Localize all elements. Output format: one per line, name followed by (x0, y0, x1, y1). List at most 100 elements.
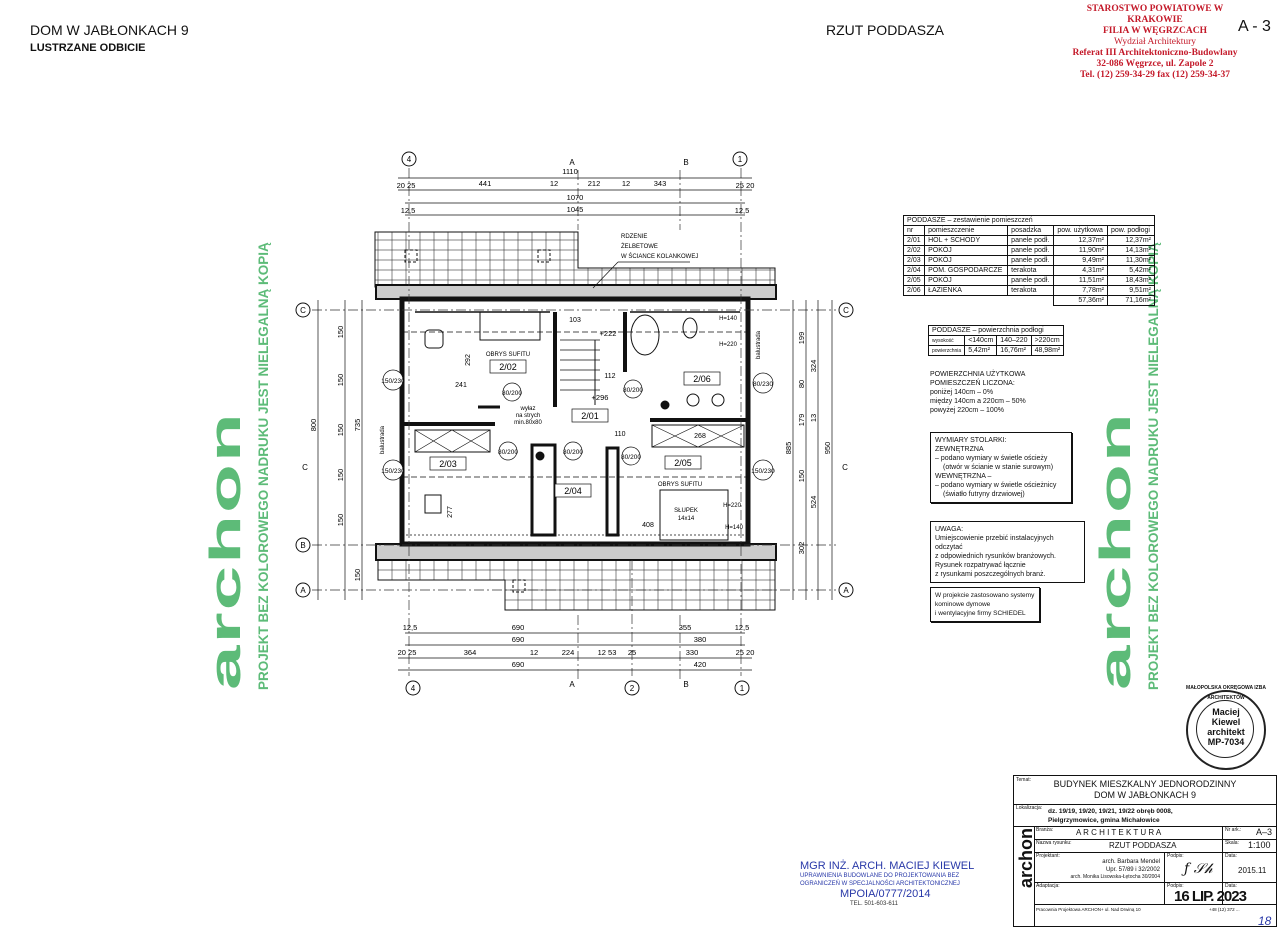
room-2-06: 2/06 (693, 374, 711, 384)
section-label: A (569, 158, 575, 167)
room-2-04: 2/04 (564, 486, 582, 496)
svg-text:1045: 1045 (567, 205, 584, 214)
vertical-dimension-texts: 150 150 150 150 150 150 800 735 199 80 1… (309, 326, 832, 582)
sheet-code: A - 3 (1238, 18, 1271, 35)
svg-text:+296: +296 (592, 393, 609, 402)
room-2-02: 2/02 (499, 362, 517, 372)
svg-text:690: 690 (512, 623, 525, 632)
section-label: B (683, 158, 688, 167)
svg-text:150: 150 (336, 326, 345, 339)
svg-text:20 25: 20 25 (398, 648, 417, 657)
project-title: DOM W JABŁONKACH 9 (30, 22, 189, 38)
svg-text:1070: 1070 (567, 193, 584, 202)
svg-text:H=140: H=140 (725, 525, 744, 531)
svg-text:1110: 1110 (562, 167, 578, 176)
svg-text:wyłaz: wyłaz (519, 406, 535, 412)
svg-text:179: 179 (797, 414, 806, 427)
svg-text:H=220: H=220 (723, 503, 742, 509)
svg-text:12,5: 12,5 (735, 206, 750, 215)
axis-label: A (300, 586, 306, 595)
svg-text:OBRYS SUFITU: OBRYS SUFITU (658, 482, 702, 488)
svg-text:SŁUPEK: SŁUPEK (674, 508, 698, 514)
axis-label: A (843, 586, 849, 595)
page-number: 18 (1258, 914, 1272, 928)
svg-text:241: 241 (455, 382, 467, 389)
svg-text:112: 112 (604, 373, 615, 380)
svg-text:302: 302 (797, 542, 806, 555)
svg-text:na strych: na strych (516, 413, 540, 419)
svg-text:12: 12 (550, 179, 558, 188)
svg-text:292: 292 (465, 354, 472, 366)
window-tag: 150/230 (381, 468, 405, 475)
door-tag: 80/200 (621, 454, 641, 461)
room-2-05: 2/05 (674, 458, 692, 468)
sheet-title: RZUT PODDASZA (826, 22, 944, 38)
axis-label: 1 (740, 684, 745, 693)
svg-text:408: 408 (642, 522, 654, 529)
window-tag: 150/230 (381, 378, 405, 385)
svg-text:950: 950 (823, 442, 832, 455)
svg-text:min.80x80: min.80x80 (514, 420, 542, 426)
svg-text:W ŚCIANCE KOLANKOWEJ: W ŚCIANCE KOLANKOWEJ (621, 252, 698, 260)
svg-text:355: 355 (679, 623, 692, 632)
svg-text:268: 268 (694, 433, 706, 440)
svg-text:14x14: 14x14 (678, 516, 695, 522)
svg-text:80: 80 (797, 380, 806, 388)
svg-text:885: 885 (784, 442, 793, 455)
company-line: Pracownia Projektowa ARCHON+ ul. Nad Drw… (1036, 907, 1141, 912)
svg-text:690: 690 (512, 635, 525, 644)
beam-note: RDZENIE ŻELBETOWE W ŚCIANCE KOLANKOWEJ (621, 234, 698, 260)
svg-text:+222: +222 (600, 329, 617, 338)
svg-text:12: 12 (622, 179, 630, 188)
axis-label: 2 (630, 684, 635, 693)
svg-text:13: 13 (809, 414, 818, 422)
svg-text:150: 150 (336, 469, 345, 482)
svg-text:420: 420 (694, 660, 707, 669)
svg-text:balustrada: balustrada (380, 425, 386, 454)
svg-text:199: 199 (797, 332, 806, 345)
svg-text:224: 224 (562, 648, 575, 657)
section-label: C (842, 463, 848, 472)
svg-text:364: 364 (464, 648, 477, 657)
stamp-line: Wydział Architektury (1114, 37, 1196, 47)
axis-markers (295, 151, 854, 696)
door-tag: 80/200 (502, 390, 522, 397)
svg-text:150: 150 (353, 569, 362, 582)
svg-text:103: 103 (569, 317, 581, 324)
table-title: PODDASZE – zestawienie pomieszczeń (903, 215, 1155, 226)
office-stamp: STAROSTWO POWIATOWE W KRAKOWIE FILIA W W… (1060, 4, 1250, 81)
svg-text:balustrada: balustrada (756, 330, 762, 359)
svg-text:150: 150 (336, 424, 345, 437)
dimension-lines (317, 177, 833, 671)
svg-text:735: 735 (353, 419, 362, 432)
svg-text:OBRYS SUFITU: OBRYS SUFITU (486, 352, 530, 358)
svg-text:12,5: 12,5 (401, 206, 416, 215)
door-tag: 80/200 (498, 449, 518, 456)
svg-text:343: 343 (654, 179, 667, 188)
svg-text:277: 277 (447, 506, 454, 518)
stamp-line: FILIA W WĘGRZCACH (1103, 26, 1207, 36)
svg-text:H=140: H=140 (719, 316, 738, 322)
svg-text:12: 12 (530, 648, 538, 657)
svg-text:380: 380 (694, 635, 707, 644)
section-label: A (569, 680, 575, 689)
svg-text:20 25: 20 25 (397, 181, 416, 190)
axis-label: 1 (738, 155, 743, 164)
svg-text:ŻELBETOWE: ŻELBETOWE (621, 243, 658, 250)
svg-text:150: 150 (336, 374, 345, 387)
stamp-line: STAROSTWO POWIATOWE W KRAKOWIE (1086, 4, 1224, 25)
svg-text:150: 150 (336, 514, 345, 527)
archon-logo: archon (1014, 826, 1036, 926)
svg-text:25 20: 25 20 (736, 648, 755, 657)
svg-text:800: 800 (309, 419, 318, 432)
svg-text:25: 25 (628, 648, 636, 657)
svg-text:12 53: 12 53 (598, 648, 617, 657)
